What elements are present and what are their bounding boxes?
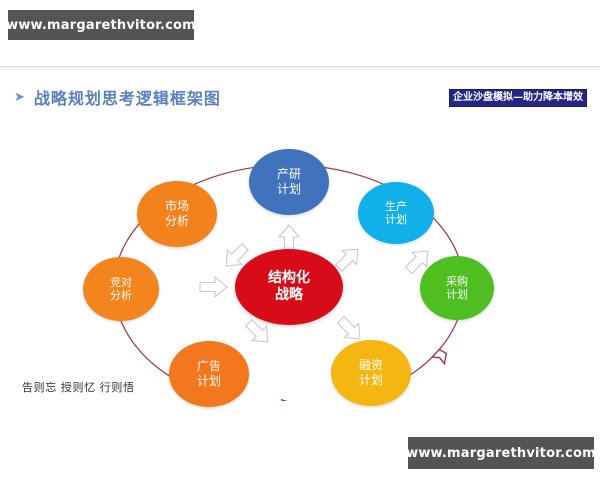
- node-competitor-analysis[interactable]: 竞对分析: [83, 257, 159, 321]
- watermark-top-text: www.margarethvitor.com: [6, 17, 196, 33]
- course-tag-badge: 企业沙盘模拟—助力降本增效: [449, 89, 587, 107]
- ring-arrowhead-group: [280, 348, 448, 401]
- ring-arrowhead-bottom: [280, 398, 288, 401]
- node-label-line1: 广告: [196, 359, 221, 374]
- node-label-line2: 计划: [276, 182, 301, 196]
- node-label-line2: 计划: [385, 213, 407, 226]
- spoke-arrow-lower-left: [244, 318, 269, 343]
- node-label-line1: 采购: [446, 274, 468, 288]
- spoke-arrow-right-shape: [404, 250, 429, 275]
- watermark-bottom-text: www.margarethvitor.com: [406, 445, 596, 461]
- ring-arrowhead-right-shape: [430, 348, 448, 366]
- spoke-arrow-group: [199, 224, 429, 343]
- spoke-arrow-top-shape: [277, 224, 301, 253]
- watermark-banner-bottom: www.margarethvitor.com: [406, 437, 596, 469]
- node-label-line2: 分析: [110, 289, 132, 302]
- spoke-arrow-left: [199, 275, 228, 299]
- node-financing-plan[interactable]: 融资计划: [331, 340, 411, 406]
- spoke-arrow-lower-right-shape: [336, 315, 361, 340]
- node-label-line1: 市场: [164, 199, 189, 214]
- spoke-arrow-upper-right: [334, 248, 359, 273]
- spoke-arrow-lower-left-shape: [244, 318, 269, 343]
- node-label-line1: 融资: [358, 358, 383, 373]
- node-label-line2: 计划: [446, 288, 468, 301]
- node-rnd-plan[interactable]: 产研计划: [249, 149, 329, 215]
- node-procurement-plan[interactable]: 采购计划: [420, 256, 494, 320]
- watermark-banner-top: www.margarethvitor.com: [6, 10, 196, 40]
- slide-title-row: ➤ 战略规划思考逻辑框架图: [14, 85, 221, 109]
- spoke-arrow-top: [277, 224, 301, 253]
- spoke-arrow-right: [404, 250, 429, 275]
- node-label-line1: 竞对: [110, 275, 132, 289]
- spoke-arrow-upper-left-shape: [225, 242, 250, 267]
- node-production-plan[interactable]: 生产计划: [358, 182, 434, 244]
- spoke-arrow-lower-right: [336, 315, 361, 340]
- node-label-line2: 计划: [358, 373, 383, 387]
- node-label-line1: 结构化: [268, 269, 310, 286]
- hub-node-structured-strategy[interactable]: 结构化战略: [235, 249, 343, 325]
- bullet-arrow-icon: ➤: [14, 89, 25, 105]
- node-label-line1: 生产: [385, 199, 407, 213]
- node-label-line2: 计划: [196, 374, 221, 388]
- footer-motto: 告则忘 授则忆 行则悟: [22, 381, 135, 394]
- page-title: 战略规划思考逻辑框架图: [33, 89, 221, 108]
- node-market-analysis[interactable]: 市场分析: [137, 181, 217, 247]
- cycle-diagram: 产研计划生产计划采购计划融资计划广告计划竞对分析市场分析结构化战略: [0, 101, 600, 407]
- slide-top-band: [0, 67, 600, 70]
- node-label-line1: 产研: [276, 167, 301, 182]
- node-advertising-plan[interactable]: 广告计划: [169, 341, 249, 407]
- spoke-arrow-upper-right-shape: [334, 248, 359, 273]
- node-label-line2: 战略: [275, 287, 303, 303]
- ring-arrowhead-bottom-shape: [280, 398, 288, 401]
- node-label-line2: 分析: [164, 214, 189, 228]
- slide-surface: ➤ 战略规划思考逻辑框架图 企业沙盘模拟—助力降本增效 产研计划生产计划采购计划…: [0, 66, 600, 427]
- spoke-arrow-left-shape: [199, 275, 228, 299]
- ring-arrowhead-right: [430, 348, 448, 366]
- spoke-arrow-upper-left: [225, 242, 250, 267]
